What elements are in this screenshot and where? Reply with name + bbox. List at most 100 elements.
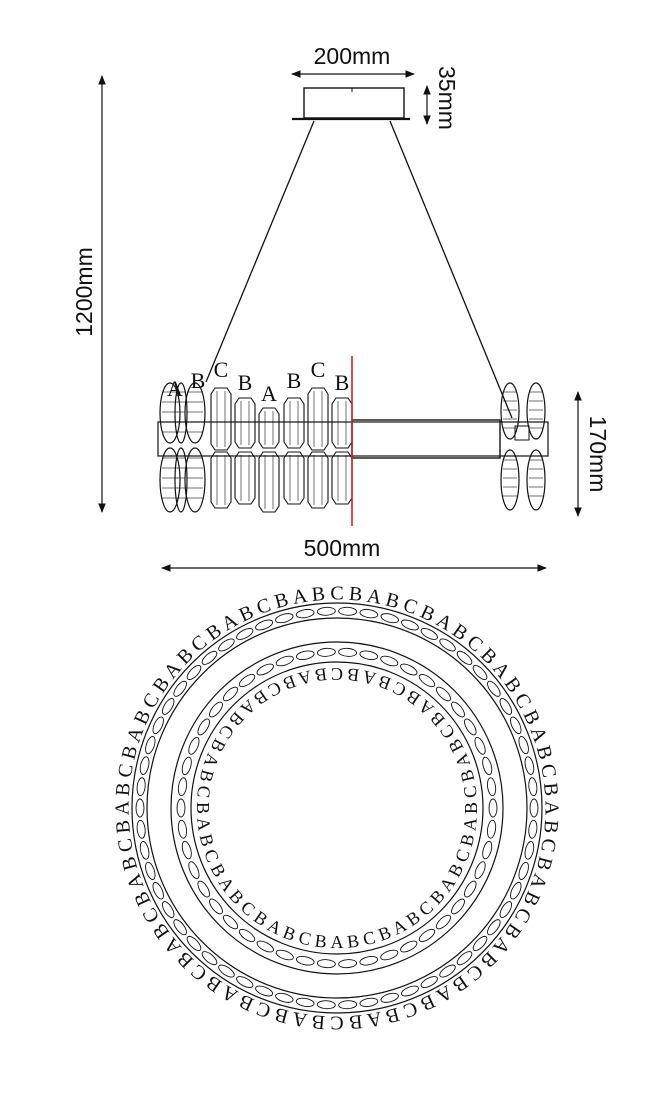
ring-letter: A	[540, 801, 562, 816]
crystal-bead	[136, 777, 146, 797]
crystal-bead	[181, 756, 192, 776]
crystal-bead	[255, 619, 274, 631]
ring-letter: C	[330, 583, 343, 605]
crystal-bead	[528, 777, 538, 797]
end-pendant	[526, 382, 546, 511]
crystal-bead	[400, 663, 418, 676]
crystal-bead	[161, 901, 175, 918]
end-pendant	[184, 382, 206, 513]
crystal-bead	[256, 663, 274, 676]
total-height-label: 1200mm	[71, 247, 97, 336]
ring-letter: B	[348, 1010, 363, 1033]
crystal-bead	[524, 756, 535, 775]
left-end-crystals	[159, 382, 206, 513]
canopy-height-dimension: 35mm	[423, 66, 460, 130]
ring-letter: C	[536, 762, 560, 779]
crystal-bead	[474, 861, 486, 880]
ring-letter: A	[123, 870, 149, 892]
ring-letter: A	[112, 800, 134, 815]
ring-letter: B	[112, 819, 135, 834]
crystal-bead	[236, 976, 254, 989]
crystal-bead	[420, 976, 438, 989]
ring-letter: A	[331, 932, 344, 952]
crystal-bead	[173, 680, 187, 697]
ring-letter: B	[539, 819, 562, 834]
ring-letter: B	[314, 664, 328, 685]
inner-crystal-beads	[176, 647, 498, 969]
crystal-bead	[482, 840, 493, 860]
crystal-bead	[338, 1000, 358, 1010]
ring-letter: B	[130, 888, 156, 909]
ring-letter: B	[348, 583, 363, 606]
crystal-bead	[238, 673, 256, 688]
crystal-bead	[136, 819, 146, 839]
crystal-column	[307, 387, 329, 509]
crystal-bead	[524, 841, 535, 860]
section-crystal-columns	[210, 387, 353, 513]
crystal-letter: B	[335, 370, 350, 395]
crystal-letter: B	[287, 368, 302, 393]
crystal-bead	[359, 997, 379, 1008]
crystal-bead	[295, 650, 315, 661]
crystal-bead	[400, 940, 418, 953]
crystal-bead	[316, 647, 336, 657]
crystal-bead	[456, 650, 473, 665]
crystal-bead	[464, 880, 477, 898]
crystal-bead	[177, 777, 188, 797]
ring-letter: B	[130, 707, 156, 728]
ring-letter: A	[526, 724, 552, 746]
ring-letter: C	[400, 594, 420, 619]
crystal-bead	[338, 647, 358, 657]
crystal-bead	[338, 959, 358, 969]
ring-height-dimension: 170mm	[574, 391, 611, 517]
crystal-letter: A	[167, 376, 183, 401]
ring-letter: B	[193, 802, 213, 814]
ring-diameter-label: 500mm	[304, 535, 381, 561]
ring-letter: B	[532, 743, 557, 762]
ring-letter: A	[290, 1007, 309, 1031]
outer-crystal-beads	[135, 606, 539, 1010]
crystal-column	[331, 397, 353, 505]
ring-letter: B	[456, 768, 478, 784]
ring-letter: A	[193, 817, 214, 832]
end-pendant	[174, 382, 188, 513]
end-pendant	[159, 382, 181, 513]
ring-letter: B	[519, 888, 545, 909]
ring-letter: B	[311, 583, 326, 606]
ring-letter: B	[539, 782, 562, 797]
crystal-bead	[201, 951, 218, 966]
ring-letter: C	[361, 927, 377, 949]
crystal-bead	[486, 777, 497, 797]
crystal-bead	[380, 949, 399, 961]
crystal-bead	[439, 964, 456, 978]
crystal-bead	[145, 736, 156, 755]
crystal-bead	[380, 992, 399, 1003]
crystal-bead	[139, 756, 150, 775]
ring-letter: C	[536, 837, 560, 854]
crystal-bead	[173, 919, 187, 936]
crystal-bead	[518, 736, 529, 755]
crystal-bead	[145, 861, 156, 880]
crystal-bead	[359, 650, 379, 661]
crystal-bead	[486, 819, 497, 839]
canopy-width-dimension: 200mm	[291, 43, 415, 78]
ring-letter: A	[360, 667, 377, 690]
crystal-bead	[456, 951, 473, 966]
crystal-bead	[499, 698, 513, 715]
ring-letter: A	[365, 1007, 384, 1031]
ring-letter: B	[314, 930, 328, 951]
crystal-bead	[380, 613, 399, 624]
crystal-bead	[236, 627, 254, 640]
ring-letter: B	[118, 854, 143, 873]
crystal-bead	[139, 841, 150, 860]
ring-letter: C	[297, 927, 313, 949]
ring-letter: B	[236, 601, 257, 627]
crystal-bead	[256, 940, 274, 953]
crystal-bead	[487, 680, 501, 697]
crystal-bead	[420, 627, 438, 640]
crystal-bead	[472, 664, 488, 681]
crystal-letter: C	[311, 357, 326, 382]
